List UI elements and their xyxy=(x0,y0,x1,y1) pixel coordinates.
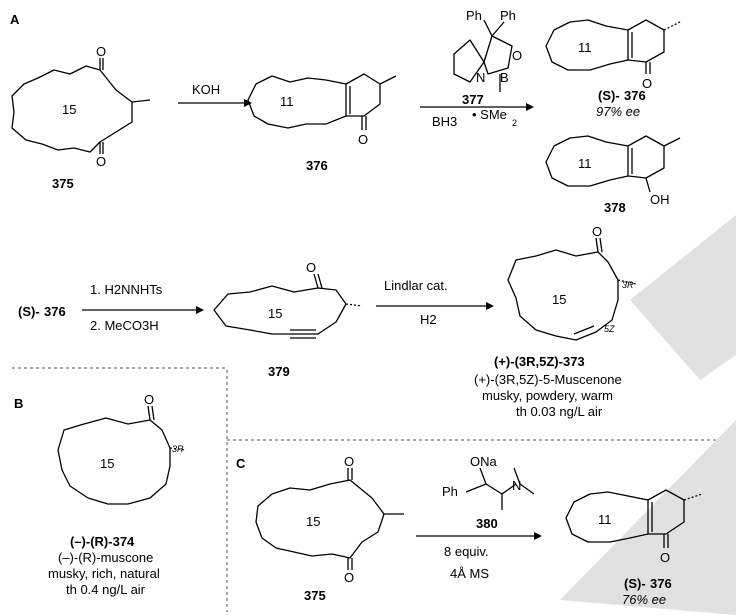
odorant-name: (–)-(R)-muscone xyxy=(58,550,153,565)
reagent-step1: 1. H2NNHTs xyxy=(90,282,163,297)
oxygen-bottom: O xyxy=(344,570,354,585)
compound-374: O 3R 15 (–)-(R)-374 (–)-(R)-muscone musk… xyxy=(48,392,187,597)
compound-number: 377 xyxy=(462,92,484,107)
odor-description: musky, rich, natural xyxy=(48,566,160,581)
compound-number: 376 xyxy=(306,158,328,173)
reagent-bh3: BH3 xyxy=(432,114,457,129)
ring-size-label: 11 xyxy=(578,40,592,55)
reagent-h2: H2 xyxy=(420,312,437,327)
odor-description: musky, powdery, warm xyxy=(482,388,613,403)
ring-size-label: 11 xyxy=(598,512,612,527)
stereo-3r: 3R xyxy=(172,444,184,454)
nitrogen: N xyxy=(512,478,521,493)
stereo-5z: 5Z xyxy=(604,324,615,334)
catalyst-377: Ph Ph N B O 377 xyxy=(453,8,522,107)
oxygen: O xyxy=(144,392,154,407)
section-c-label: C xyxy=(236,456,246,471)
enantiomeric-excess: 97% ee xyxy=(596,104,640,119)
oxygen: O xyxy=(358,132,368,147)
reagent-lindlar: Lindlar cat. xyxy=(384,278,448,293)
section-b-label: B xyxy=(14,396,23,411)
start-label-prefix: (S)- xyxy=(18,304,40,319)
start-label: 376 xyxy=(44,304,66,319)
boron: B xyxy=(500,70,509,85)
odor-threshold: th 0.03 ng/L air xyxy=(516,404,603,419)
ring-size-label: 11 xyxy=(578,156,592,171)
phenyl-right: Ph xyxy=(500,8,516,23)
compound-376-middle: O 11 376 xyxy=(247,73,397,173)
oxygen: O xyxy=(592,224,602,239)
nitrogen: N xyxy=(476,70,485,85)
oxygen-bottom: O xyxy=(96,154,106,169)
phenyl-left: Ph xyxy=(466,8,482,23)
reagent-equiv: 8 equiv. xyxy=(444,544,489,559)
ring-size-label: 15 xyxy=(306,514,320,529)
compound-number: 380 xyxy=(476,516,498,531)
arrowhead-step1 xyxy=(196,306,204,314)
compound-number: 378 xyxy=(604,200,626,215)
odor-threshold: th 0.4 ng/L air xyxy=(66,582,146,597)
reagent-step2: 2. MeCO3H xyxy=(90,318,159,333)
compound-number: 375 xyxy=(304,588,326,603)
ring-size-label: 15 xyxy=(100,456,114,471)
oxygen-top: O xyxy=(96,44,106,59)
ring-size-label: 15 xyxy=(552,292,566,307)
enantiomeric-excess: 76% ee xyxy=(622,592,666,607)
compound-375-top: O O 15 375 xyxy=(11,44,151,191)
reagent-koh: KOH xyxy=(192,82,220,97)
section-a-label: A xyxy=(10,12,20,27)
reagent-sme2: • SMe xyxy=(472,107,507,122)
compound-373: O 3R 5Z 15 (+)-(3R,5Z)-373 (+)-(3R,5Z)-5… xyxy=(474,224,637,419)
arrowhead-koh xyxy=(244,99,252,107)
arrowhead-asymmetric xyxy=(534,532,542,540)
oxygen: O xyxy=(512,48,522,63)
compound-label: (–)-(R)-374 xyxy=(70,534,135,549)
compound-number: 375 xyxy=(52,176,74,191)
ring-size-label: 15 xyxy=(62,102,76,117)
ring-size-label: 11 xyxy=(280,94,294,109)
compound-label-prefix: (S)- xyxy=(598,88,620,103)
ring-size-label: 15 xyxy=(268,306,282,321)
arrowhead-cbs xyxy=(526,103,534,111)
oxygen: O xyxy=(660,550,670,565)
phenyl: Ph xyxy=(442,484,458,499)
hydroxyl: OH xyxy=(650,192,670,207)
compound-s-376-bottom: O 11 (S)- 376 76% ee xyxy=(565,489,703,607)
oxygen: O xyxy=(306,260,316,275)
stereo-3r: 3R xyxy=(622,280,634,290)
odorant-name: (+)-(3R,5Z)-5-Muscenone xyxy=(474,372,622,387)
compound-label: 376 xyxy=(624,88,646,103)
compound-375-bottom: O O 15 375 xyxy=(255,454,404,603)
ligand-380: Ph ONa N 380 xyxy=(442,454,535,531)
compound-378: OH 11 378 xyxy=(545,135,681,215)
reagent-sme2-subscript: 2 xyxy=(512,118,517,128)
compound-number: 379 xyxy=(268,364,290,379)
compound-379: O 15 379 xyxy=(213,260,363,379)
compound-label: 376 xyxy=(650,576,672,591)
oxygen-top: O xyxy=(344,454,354,469)
reagent-ms: 4Å MS xyxy=(450,566,489,581)
oxygen: O xyxy=(642,76,652,91)
arrowhead-lindlar xyxy=(486,302,494,310)
compound-label-prefix: (S)- xyxy=(624,576,646,591)
sodium-oxide: ONa xyxy=(470,454,498,469)
compound-s-376-top: O 11 (S)- 376 97% ee xyxy=(545,19,681,119)
compound-label: (+)-(3R,5Z)-373 xyxy=(494,354,585,369)
